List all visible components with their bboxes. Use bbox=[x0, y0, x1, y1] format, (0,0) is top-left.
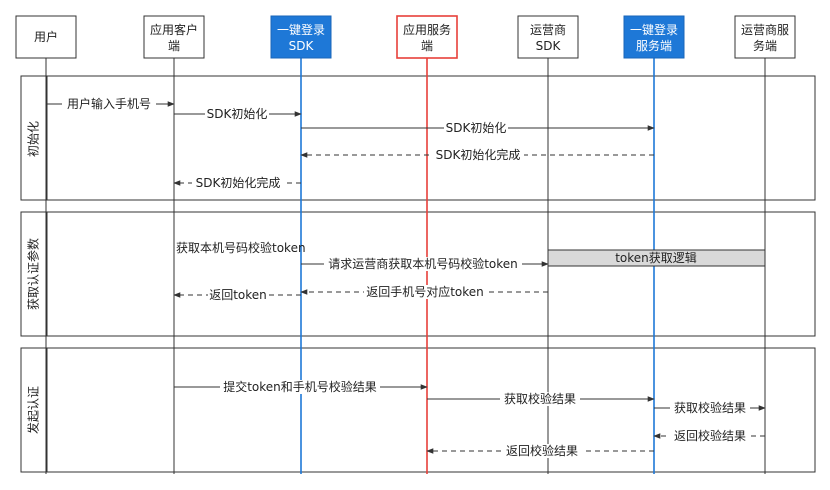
svg-text:运营商服: 运营商服 bbox=[741, 22, 789, 37]
svg-text:应用客户: 应用客户 bbox=[150, 22, 198, 37]
svg-text:端: 端 bbox=[168, 39, 180, 53]
svg-text:返回校验结果: 返回校验结果 bbox=[506, 443, 578, 458]
svg-text:返回校验结果: 返回校验结果 bbox=[674, 428, 746, 443]
message-return-token: 返回token bbox=[173, 288, 301, 302]
message-get-verify-result-2: 获取校验结果 bbox=[654, 400, 766, 415]
svg-text:SDK初始化: SDK初始化 bbox=[207, 107, 268, 121]
message-sdk-init-2: SDK初始化 bbox=[301, 121, 655, 135]
participant-onekey-sdk: 一键登录 SDK bbox=[270, 15, 332, 59]
participant-user: 用户 bbox=[15, 15, 77, 59]
svg-text:务端: 务端 bbox=[753, 38, 777, 53]
svg-text:运营商: 运营商 bbox=[530, 22, 566, 37]
svg-text:一键登录: 一键登录 bbox=[277, 22, 325, 37]
svg-text:应用服务: 应用服务 bbox=[403, 22, 451, 37]
svg-text:SDK: SDK bbox=[536, 39, 562, 53]
phase-frame-token bbox=[20, 211, 816, 337]
svg-text:获取校验结果: 获取校验结果 bbox=[674, 400, 746, 415]
message-submit-token-result: 提交token和手机号校验结果 bbox=[174, 379, 428, 394]
svg-text:SDK初始化完成: SDK初始化完成 bbox=[436, 147, 521, 162]
message-user-input-phone: 用户输入手机号 bbox=[46, 96, 175, 111]
phase-frame-verify bbox=[20, 347, 816, 473]
participant-carrier-sdk: 运营商 SDK bbox=[517, 15, 579, 59]
message-return-verify-result-2: 返回校验结果 bbox=[426, 443, 654, 458]
message-sdk-init-done-1: SDK初始化完成 bbox=[300, 147, 654, 162]
participants: 用户 应用客户 端 一键登录 SDK 应用服务 端 运营商 SDK 一键登录 服… bbox=[15, 15, 796, 59]
svg-text:SDK初始化: SDK初始化 bbox=[446, 121, 507, 135]
svg-text:返回手机号对应token: 返回手机号对应token bbox=[366, 284, 484, 299]
svg-text:一键登录: 一键登录 bbox=[630, 22, 678, 37]
svg-text:SDK: SDK bbox=[289, 39, 315, 53]
message-sdk-init-1: SDK初始化 bbox=[174, 107, 302, 121]
messages: 用户输入手机号 SDK初始化 SDK初始化 SDK初始化完成 SDK初始化完成 … bbox=[46, 96, 766, 458]
participant-app-server: 应用服务 端 bbox=[396, 15, 458, 59]
phase-frames: 初始化 获取认证参数 发起认证 bbox=[20, 75, 816, 473]
message-return-verify-result-1: 返回校验结果 bbox=[653, 428, 765, 443]
message-request-carrier-token: 请求运营商获取本机号码校验token bbox=[301, 256, 549, 271]
self-message-label: 获取本机号码校验token bbox=[176, 240, 306, 255]
svg-text:请求运营商获取本机号码校验token: 请求运营商获取本机号码校验token bbox=[328, 256, 518, 271]
svg-text:获取校验结果: 获取校验结果 bbox=[504, 391, 576, 406]
participant-app-client: 应用客户 端 bbox=[143, 15, 205, 59]
svg-text:提交token和手机号校验结果: 提交token和手机号校验结果 bbox=[223, 379, 377, 394]
message-sdk-init-done-2: SDK初始化完成 bbox=[173, 175, 301, 190]
phase-label-init: 初始化 bbox=[27, 121, 41, 157]
token-logic-label: token获取逻辑 bbox=[615, 251, 697, 265]
svg-text:用户: 用户 bbox=[34, 29, 58, 44]
message-return-phone-token: 返回手机号对应token bbox=[300, 284, 548, 299]
message-get-verify-result-1: 获取校验结果 bbox=[427, 391, 655, 406]
phase-label-verify: 发起认证 bbox=[26, 386, 41, 434]
svg-text:端: 端 bbox=[421, 39, 433, 53]
svg-text:用户输入手机号: 用户输入手机号 bbox=[67, 96, 151, 111]
svg-text:服务端: 服务端 bbox=[636, 38, 672, 53]
phase-label-token: 获取认证参数 bbox=[26, 238, 41, 310]
notes: token获取逻辑 获取本机号码校验token bbox=[176, 240, 766, 267]
participant-carrier-server: 运营商服 务端 bbox=[734, 15, 796, 59]
svg-text:SDK初始化完成: SDK初始化完成 bbox=[196, 175, 281, 190]
svg-text:返回token: 返回token bbox=[209, 288, 267, 302]
phase-frame-init bbox=[20, 75, 816, 201]
participant-onekey-server: 一键登录 服务端 bbox=[623, 15, 685, 59]
token-logic-box bbox=[547, 249, 766, 267]
